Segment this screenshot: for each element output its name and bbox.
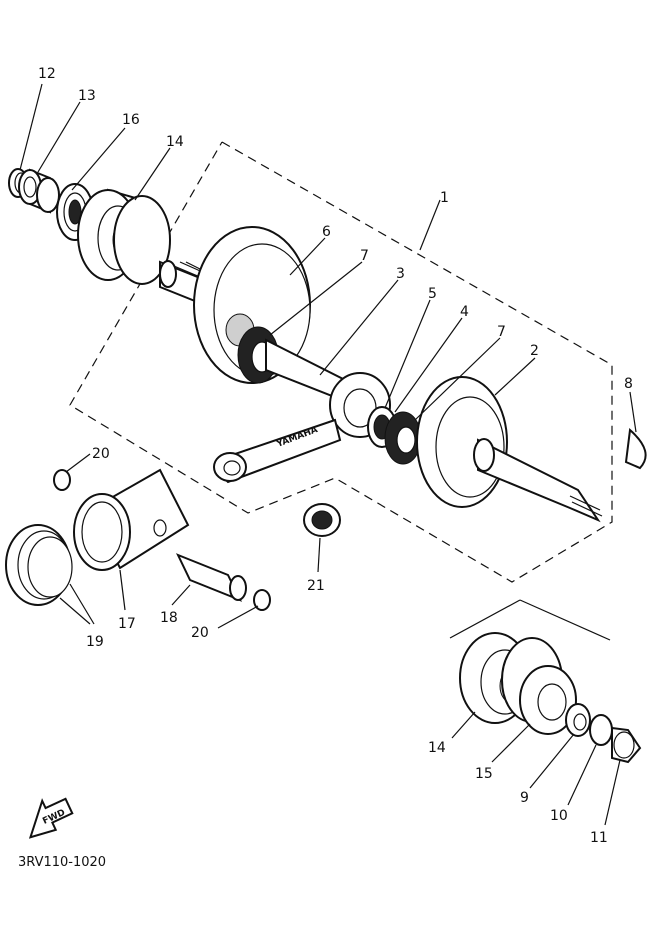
part-20-circlip-lower [253, 589, 271, 611]
callout-15: 15 [475, 766, 493, 782]
part-11-nut [611, 726, 642, 764]
callout-9: 9 [520, 790, 529, 806]
callout-1: 1 [440, 190, 449, 206]
leader-lines [19, 83, 637, 826]
callout-20-upper: 20 [92, 446, 110, 462]
crankshaft-assembly-boundary [69, 141, 613, 583]
callout-21: 21 [307, 578, 325, 594]
callout-2: 2 [530, 343, 539, 359]
callout-11: 11 [590, 830, 608, 846]
callout-20-lower: 20 [191, 625, 209, 641]
callout-7-lower: 7 [497, 324, 506, 340]
callout-10: 10 [550, 808, 568, 824]
callout-5: 5 [428, 286, 437, 302]
callout-16: 16 [122, 112, 140, 128]
callout-13: 13 [78, 88, 96, 104]
part-2-crank-half-right [416, 376, 603, 523]
diagram-code: 3RV110-1020 [18, 855, 106, 870]
callout-17: 17 [118, 616, 136, 632]
callout-8: 8 [624, 376, 633, 392]
part-7-thrust-washer-right [384, 411, 422, 465]
part-18-piston-pin [175, 553, 247, 602]
part-21-small-end-bearing [303, 503, 341, 537]
part-13-collar [18, 168, 60, 214]
callout-12: 12 [38, 66, 56, 82]
fwd-arrow-icon: FWD [28, 797, 74, 839]
callout-6: 6 [322, 224, 331, 240]
callout-4: 4 [460, 304, 469, 320]
callout-19: 19 [86, 634, 104, 650]
part-9-washer [565, 703, 591, 737]
part-6-crank-half-left [159, 226, 311, 384]
part-10-lock-washer [589, 714, 613, 746]
callout-18: 18 [160, 610, 178, 626]
part-8-woodruff-key [624, 428, 647, 470]
callout-7-upper: 7 [360, 248, 369, 264]
part-4-connecting-rod: YAMAHA [213, 372, 391, 484]
callout-14-bottom: 14 [428, 740, 446, 756]
part-14-bearing-left [77, 188, 171, 285]
part-15-oil-seal [519, 665, 577, 735]
callout-labels: 12 13 16 14 1 6 7 3 5 4 7 2 8 20 21 18 2… [38, 66, 633, 846]
part-17-piston [73, 468, 190, 571]
part-20-circlip-upper [53, 469, 71, 491]
callout-14-top: 14 [166, 134, 184, 150]
part-19-piston-rings [5, 524, 73, 606]
callout-3: 3 [396, 266, 405, 282]
